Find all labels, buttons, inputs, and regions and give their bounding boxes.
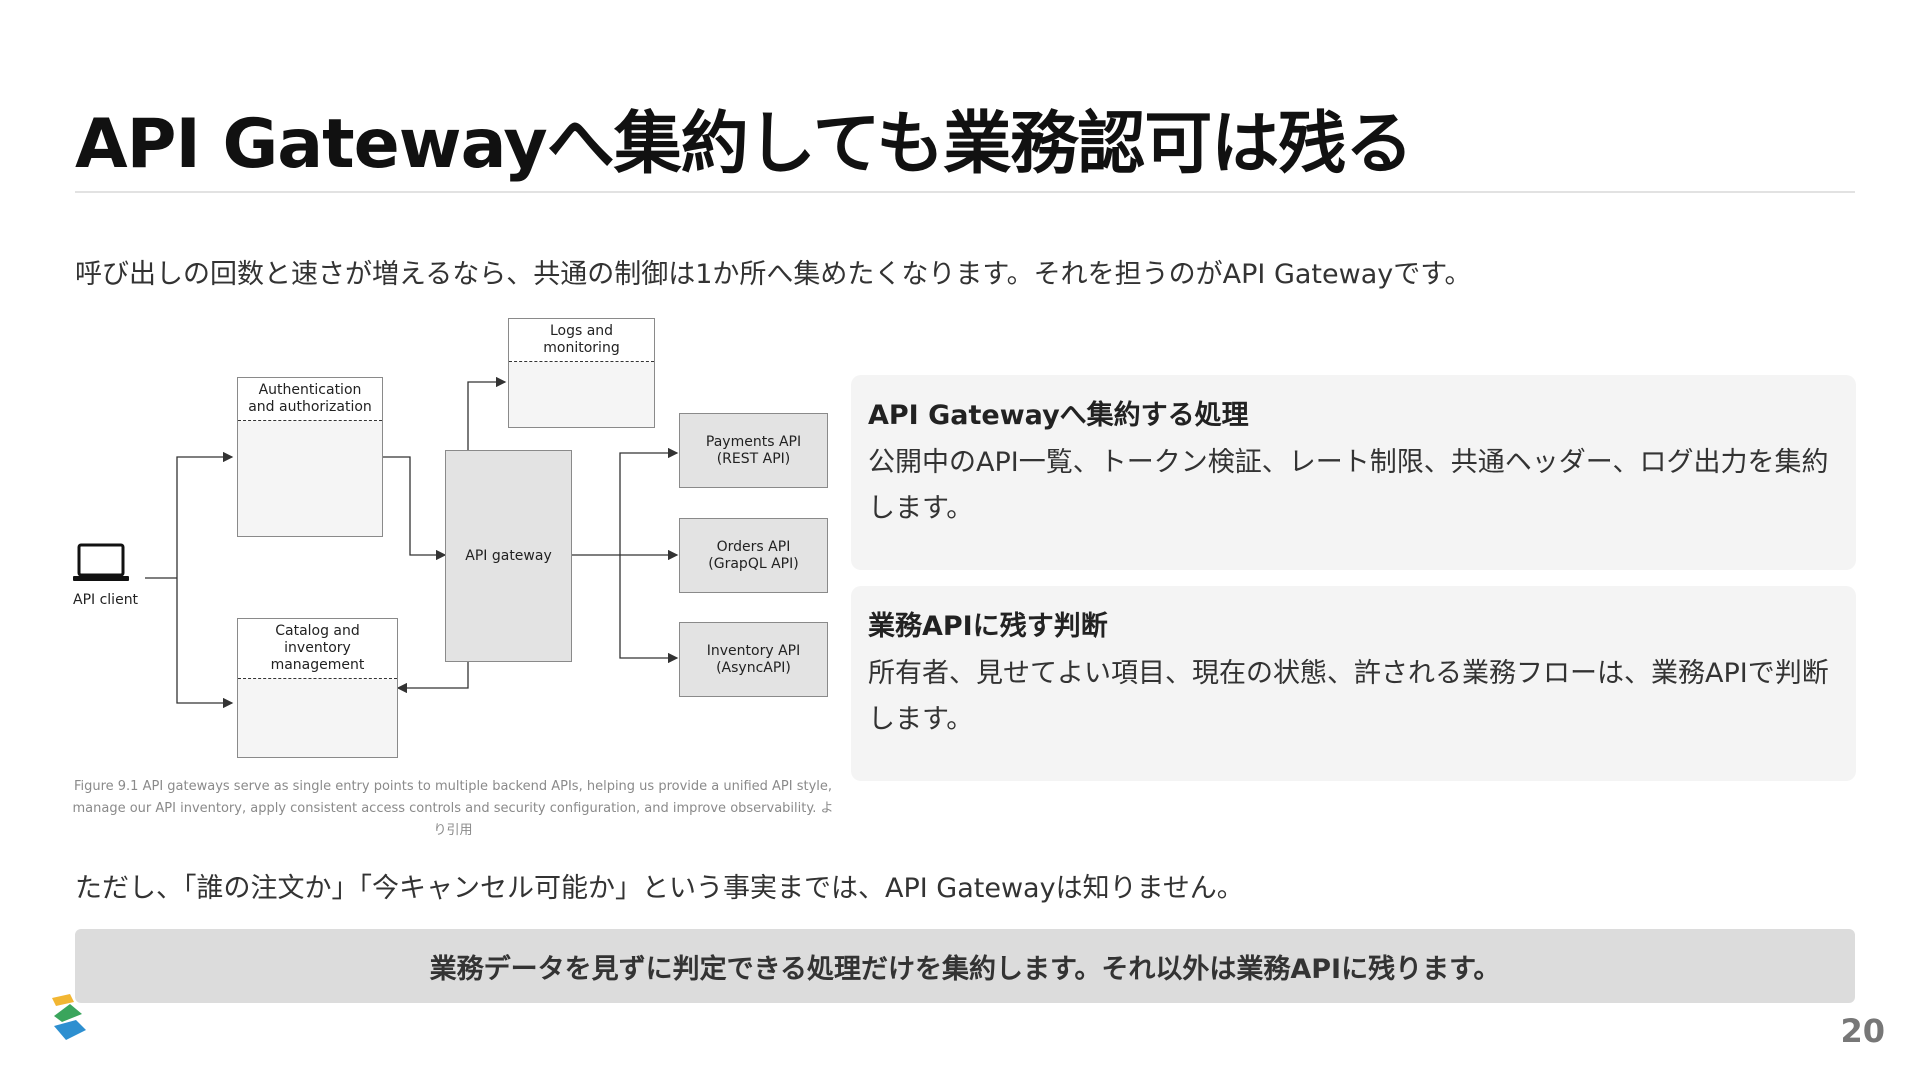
card-heading: API Gatewayへ集約する処理: [868, 400, 1249, 431]
api-gateway-diagram: Logs and monitoring Authentication and a…: [65, 310, 845, 760]
caveat-text: ただし、「誰の注文か」「今キャンセル可能か」という事実までは、API Gatew…: [75, 873, 1244, 904]
card-business-api-judgment: 業務APIに残す判断 所有者、見せてよい項目、現在の状態、許される業務フローは、…: [851, 586, 1856, 781]
payments-api-label: Payments API (REST API): [705, 433, 802, 467]
api-gateway-box: API gateway: [445, 450, 572, 662]
auth-box: Authentication and authorization: [237, 377, 383, 537]
summary-banner-text: 業務データを見ずに判定できる処理だけを集約します。それ以外は業務APIに残ります…: [429, 953, 1501, 985]
brand-logo-icon: [52, 994, 86, 1040]
inventory-api-label: Inventory API (AsyncAPI): [706, 642, 801, 676]
catalog-box: Catalog and inventory management: [237, 618, 398, 758]
laptop-icon: [73, 543, 129, 581]
page-title: API Gatewayへ集約しても業務認可は残る: [75, 105, 1413, 184]
payments-api-box: Payments API (REST API): [679, 413, 828, 488]
card-body: 所有者、見せてよい項目、現在の状態、許される業務フローは、業務APIで判断します…: [868, 658, 1829, 735]
intro-text: 呼び出しの回数と速さが増えるなら、共通の制御は1か所へ集めたくなります。それを担…: [75, 259, 1472, 290]
figure-caption: Figure 9.1 API gateways serve as single …: [72, 779, 834, 838]
logs-monitoring-label: Logs and monitoring: [509, 319, 654, 362]
card-heading: 業務APIに残す判断: [868, 611, 1108, 642]
logs-monitoring-box: Logs and monitoring: [508, 318, 655, 428]
card-gateway-processing: API Gatewayへ集約する処理 公開中のAPI一覧、トークン検証、レート制…: [851, 375, 1856, 570]
auth-label: Authentication and authorization: [238, 378, 382, 421]
summary-banner: 業務データを見ずに判定できる処理だけを集約します。それ以外は業務APIに残ります…: [75, 929, 1855, 1003]
title-divider: [75, 191, 1855, 193]
card-body: 公開中のAPI一覧、トークン検証、レート制限、共通ヘッダー、ログ出力を集約します…: [868, 447, 1829, 524]
api-gateway-label: API gateway: [465, 547, 552, 564]
orders-api-label: Orders API (GrapQL API): [708, 538, 799, 572]
inventory-api-box: Inventory API (AsyncAPI): [679, 622, 828, 697]
api-client-label: API client: [73, 592, 139, 608]
page-number: 20: [1840, 1012, 1885, 1050]
orders-api-box: Orders API (GrapQL API): [679, 518, 828, 593]
catalog-label: Catalog and inventory management: [238, 619, 397, 679]
